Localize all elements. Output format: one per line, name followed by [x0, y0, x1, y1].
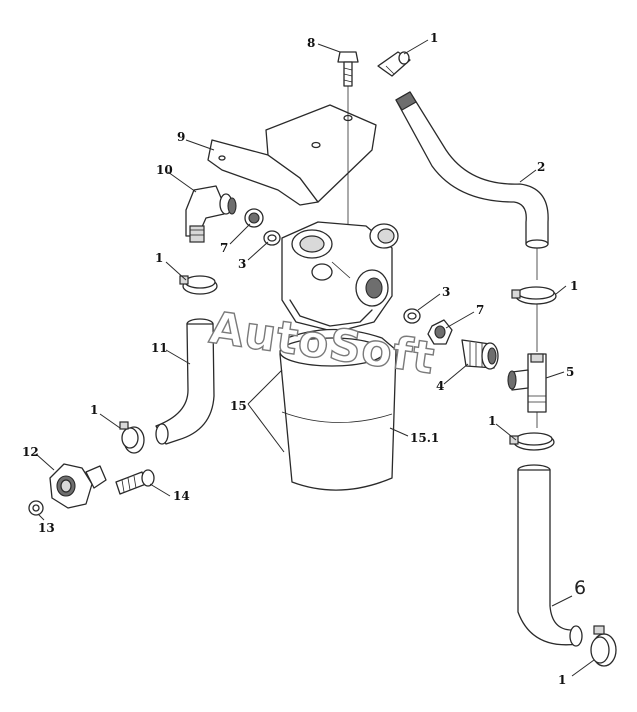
part-15-1-filter-canister	[279, 328, 397, 491]
label-11: 11	[151, 341, 168, 355]
label-6: 6	[574, 577, 586, 599]
label-15: 15	[230, 399, 247, 413]
label-1-right-upper: 1	[570, 279, 578, 293]
label-14: 14	[173, 489, 190, 503]
label-9: 9	[177, 130, 185, 144]
part-1-clamp-left-upper	[179, 275, 218, 295]
label-10: 10	[156, 163, 173, 177]
part-10-elbow-fitting	[185, 185, 237, 243]
part-1-clamp-bottom	[590, 625, 617, 667]
filter-head	[281, 221, 399, 333]
part-2-upper-hose	[395, 91, 549, 249]
part-6-lower-hose	[517, 464, 583, 647]
label-3-left: 3	[238, 257, 246, 271]
part-1-clamp-right-lower	[509, 432, 555, 451]
label-4: 4	[436, 379, 444, 393]
label-7-right: 7	[476, 303, 484, 317]
label-15-1: 15.1	[410, 431, 439, 445]
part-1-clamp-top	[377, 51, 411, 77]
part-7-nut-right	[427, 319, 453, 345]
label-12: 12	[22, 445, 39, 459]
part-13-washer	[28, 500, 44, 516]
label-1-right-lower: 1	[488, 414, 496, 428]
part-3-washer-right	[403, 308, 421, 324]
label-2: 2	[537, 160, 545, 174]
part-8-bolt	[337, 51, 359, 87]
part-7-nut-left	[244, 208, 264, 228]
label-8: 8	[307, 36, 315, 50]
label-1-left-upper: 1	[155, 251, 163, 265]
label-7-left: 7	[220, 241, 228, 255]
leader-lines	[35, 39, 595, 677]
part-11-left-hose	[155, 318, 215, 445]
part-14-screw	[115, 469, 155, 495]
label-1-left-lower: 1	[90, 403, 98, 417]
part-12-fitting	[49, 463, 107, 509]
part-1-clamp-right-upper	[511, 286, 557, 305]
label-13: 13	[38, 521, 55, 535]
part-1-clamp-left-lower	[119, 421, 145, 454]
label-3-right: 3	[442, 285, 450, 299]
part-4-fitting	[461, 339, 499, 370]
part-5-tee-fitting	[507, 353, 547, 413]
label-1-bottom: 1	[558, 673, 566, 687]
part-9-bracket	[207, 104, 377, 206]
label-5: 5	[566, 365, 574, 379]
label-1-top: 1	[430, 31, 438, 45]
part-3-washer-left	[263, 230, 281, 246]
